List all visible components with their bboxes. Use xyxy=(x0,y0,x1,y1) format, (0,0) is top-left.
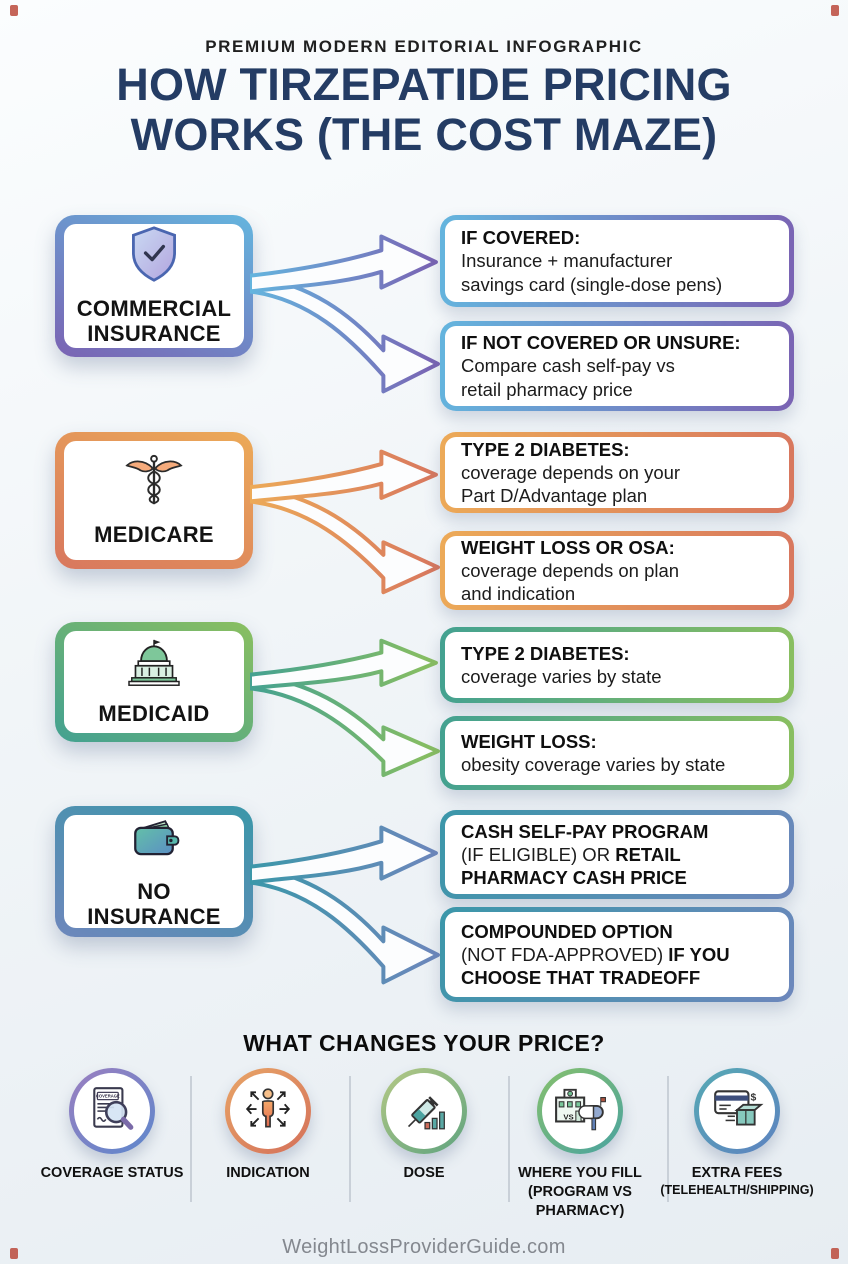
outcome-title: WEIGHT LOSS OR OSA: xyxy=(461,536,675,558)
site-credit: WeightLossProviderGuide.com xyxy=(282,1236,566,1258)
outcome-body: CASH SELF-PAY PROGRAM (IF ELIGIBLE) OR R… xyxy=(461,820,709,889)
outcome-title: TYPE 2 DIABETES: xyxy=(461,438,630,460)
outcome-body: coverage depends on your Part D/Advantag… xyxy=(461,461,681,507)
outcome-box: WEIGHT LOSS OR OSA: coverage depends on … xyxy=(440,531,794,610)
outcome-title: TYPE 2 DIABETES: xyxy=(461,642,630,664)
wallet-icon xyxy=(124,814,184,871)
outcome-body: coverage depends on plan and indication xyxy=(461,559,680,605)
svg-text:$: $ xyxy=(751,1092,757,1103)
page-title-line1: HOW TIRZEPATIDE PRICING xyxy=(116,59,732,110)
factor-label: WHERE YOU FILL (PROGRAM VS PHARMACY) xyxy=(518,1165,642,1219)
flow-row-medicaid: MEDICAID TYPE 2 DIABETES: coverage varie… xyxy=(0,622,848,792)
flow-row-medicare: MEDICARE TYPE 2 DIABETES: coverage depen… xyxy=(0,432,848,610)
coverage-document-icon: COVERAGE xyxy=(87,1084,137,1139)
divider xyxy=(508,1076,510,1202)
outcome-body: COMPOUNDED OPTION (NOT FDA-APPROVED) IF … xyxy=(461,920,730,989)
factor-label: EXTRA FEES xyxy=(691,1165,783,1181)
source-label: MEDICARE xyxy=(94,522,214,548)
outcome-body: obesity coverage varies by state xyxy=(461,754,726,775)
factor-coverage-status: COVERAGE COVERAGE STATUS xyxy=(32,1068,192,1183)
factor-extra-fees: $ EXTRA FEES (TELEHEALTH/SHIPPING) xyxy=(657,1068,817,1198)
outcome-body: Insurance + manufacturer savings card (s… xyxy=(461,250,723,295)
outcome-body: coverage varies by state xyxy=(461,666,662,687)
corner-mark xyxy=(831,1248,839,1259)
source-box-no-insurance: NO INSURANCE xyxy=(55,806,253,937)
outcome-title: IF NOT COVERED OR UNSURE: xyxy=(461,332,741,354)
factors-heading: WHAT CHANGES YOUR PRICE? xyxy=(243,1030,605,1056)
corner-mark xyxy=(10,5,18,16)
outcome-box: TYPE 2 DIABETES: coverage depends on you… xyxy=(440,432,794,513)
corner-mark xyxy=(831,5,839,16)
person-arrows-icon xyxy=(243,1084,293,1139)
factor-sublabel: (TELEHEALTH/SHIPPING) xyxy=(660,1182,814,1197)
outcome-title: IF COVERED: xyxy=(461,227,581,249)
branch-arrows xyxy=(250,215,442,411)
syringe-dose-icon xyxy=(399,1084,449,1139)
factor-where-you-fill: VS WHERE YOU FILL (PROGRAM VS PHARMACY) xyxy=(500,1068,660,1221)
outcome-box: WEIGHT LOSS: obesity coverage varies by … xyxy=(440,716,794,790)
outcome-box: IF COVERED: Insurance + manufacturer sav… xyxy=(440,215,794,307)
factor-dose: DOSE xyxy=(344,1068,504,1183)
card-package-icon: $ xyxy=(710,1084,764,1139)
pharmacy-vs-mailbox-icon: VS xyxy=(553,1084,607,1139)
divider xyxy=(190,1076,192,1202)
capitol-building-icon xyxy=(124,638,184,693)
factor-label: DOSE xyxy=(403,1165,445,1181)
caduceus-icon xyxy=(123,453,185,514)
source-label: MEDICAID xyxy=(98,700,210,726)
outcome-body: Compare cash self-pay vs retail pharmacy… xyxy=(461,355,675,400)
outcome-box: COMPOUNDED OPTION (NOT FDA-APPROVED) IF … xyxy=(440,907,794,1002)
source-label: COMMERCIAL INSURANCE xyxy=(76,296,232,346)
outcome-box: CASH SELF-PAY PROGRAM (IF ELIGIBLE) OR R… xyxy=(440,810,794,899)
outcome-box: TYPE 2 DIABETES: coverage varies by stat… xyxy=(440,627,794,703)
source-box-medicare: MEDICARE xyxy=(55,432,253,569)
source-box-medicaid: MEDICAID xyxy=(55,622,253,742)
shield-check-icon xyxy=(127,225,181,288)
outcome-title: WEIGHT LOSS: xyxy=(461,730,597,752)
divider xyxy=(667,1076,669,1202)
divider xyxy=(349,1076,351,1202)
factor-label: INDICATION xyxy=(226,1165,310,1181)
page-title: HOW TIRZEPATIDE PRICING WORKS (THE COST … xyxy=(0,59,848,161)
outcome-box: IF NOT COVERED OR UNSURE: Compare cash s… xyxy=(440,321,794,411)
branch-arrows xyxy=(250,622,442,792)
branch-arrows xyxy=(250,806,442,1002)
corner-mark xyxy=(10,1248,18,1259)
svg-text:COVERAGE: COVERAGE xyxy=(96,1093,120,1098)
source-label: NO INSURANCE xyxy=(87,878,221,929)
page-title-line2: WORKS (THE COST MAZE) xyxy=(130,109,718,161)
factor-indication: INDICATION xyxy=(188,1068,348,1183)
source-box-commercial-insurance: COMMERCIAL INSURANCE xyxy=(55,215,253,357)
flow-row-commercial-insurance: COMMERCIAL INSURANCE IF COVERED: Insuran… xyxy=(0,215,848,411)
branch-arrows xyxy=(250,432,442,610)
flow-row-no-insurance: NO INSURANCE CASH SELF-PAY PROGRAM (IF E… xyxy=(0,806,848,1002)
svg-text:VS: VS xyxy=(563,1112,573,1121)
eyebrow-text: PREMIUM MODERN EDITORIAL INFOGRAPHIC xyxy=(205,37,643,56)
factor-label: COVERAGE STATUS xyxy=(40,1165,184,1181)
